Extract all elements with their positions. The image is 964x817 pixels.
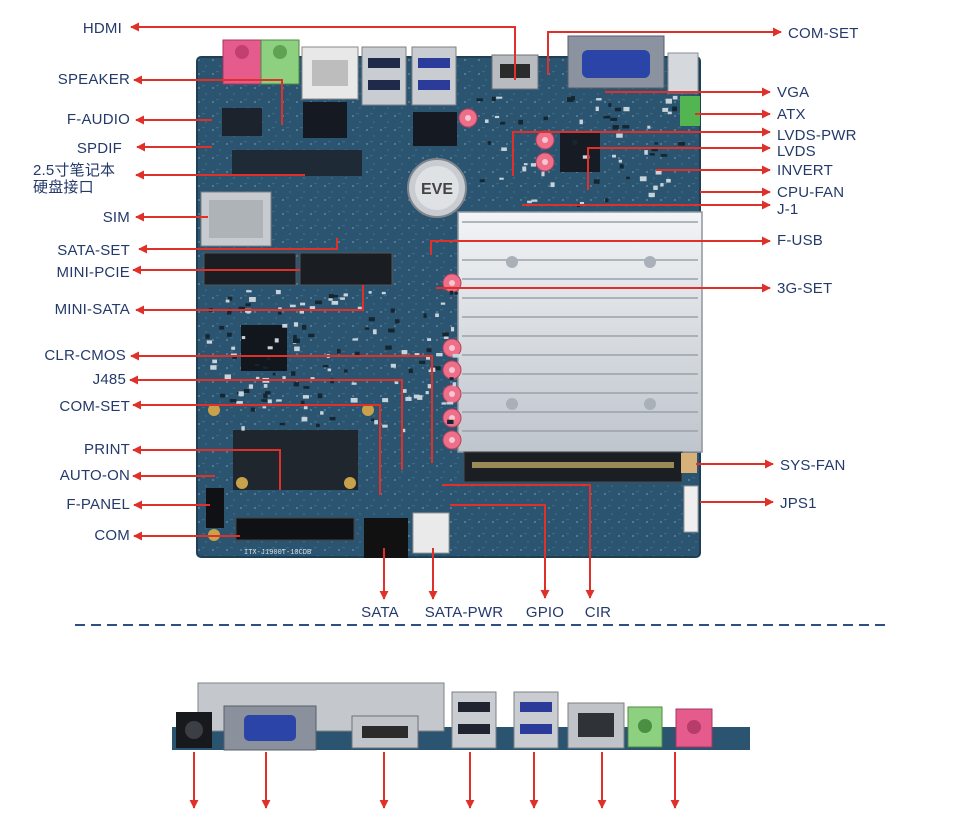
label-spdif: SPDIF [76, 140, 122, 157]
sys-fan-header [681, 453, 697, 473]
heatsink-screw [644, 398, 656, 410]
label-invert: INVERT [777, 162, 833, 179]
arrow-lvds-pwr [512, 127, 771, 176]
label-j-1: J-1 [777, 201, 799, 218]
arrow-print [132, 445, 281, 490]
io-usb2-ports [451, 691, 497, 749]
label-f-usb: F-USB [777, 232, 823, 249]
label-gpio: GPIO [525, 604, 565, 621]
callout-arrows [129, 22, 782, 809]
label-j485: J485 [92, 371, 126, 388]
label-f-panel: F-PANEL [66, 496, 130, 513]
jps1-header [683, 485, 699, 533]
usb-port [411, 46, 457, 106]
arrow-lvds [587, 143, 771, 190]
label-sata-set: SATA-SET [57, 242, 130, 259]
label-lvds: LVDS [777, 143, 816, 160]
label-sys-fan: SYS-FAN [780, 457, 846, 474]
chip-area [233, 430, 358, 490]
label-atx: ATX [777, 106, 806, 123]
com-header [235, 517, 355, 541]
label-sata: SATA [361, 604, 399, 621]
label-hdmi: HDMI [82, 20, 122, 37]
arrow-j485 [129, 375, 403, 470]
label-print: PRINT [84, 441, 130, 458]
label-com-set-left: COM-SET [59, 398, 130, 415]
label-hdd-interface-line1: 2.5寸笔记本 [33, 162, 116, 179]
label-mini-sata: MINI-SATA [54, 301, 130, 318]
arrow-com-set-l [132, 400, 381, 495]
chip [241, 325, 287, 371]
label-auto-on: AUTO-ON [59, 467, 130, 484]
arrow-hdmi [130, 22, 516, 80]
mini-sata-slot [299, 252, 393, 286]
arrow-f-usb [430, 236, 771, 255]
hdd-interface [232, 150, 362, 176]
label-speaker: SPEAKER [57, 71, 130, 88]
rear-io-panel [172, 682, 750, 751]
label-vga: VGA [777, 84, 810, 101]
label-sim: SIM [102, 209, 130, 226]
f-panel-header [206, 488, 224, 528]
label-mini-pcie: MINI-PCIE [56, 264, 130, 281]
sata-connector [364, 518, 408, 558]
label-jps1: JPS1 [780, 495, 817, 512]
heatsink-screw [506, 256, 518, 268]
dc-jack [667, 52, 699, 94]
io-usb3-ports [513, 691, 559, 749]
label-hdd-interface-line2: 硬盘接口 [33, 179, 94, 196]
heatsink-screw [644, 256, 656, 268]
motherboard-top-view: EVE [196, 35, 703, 558]
chip [413, 112, 457, 146]
heatsink-screw [506, 398, 518, 410]
arrow-speaker [133, 75, 283, 125]
arrow-sata-set [138, 238, 338, 254]
arrow-gpio [450, 504, 550, 599]
usb-port [361, 46, 407, 106]
heatsink [457, 211, 703, 453]
arrow-mini-sata [135, 285, 364, 315]
label-clr-cmos: CLR-CMOS [44, 347, 126, 364]
board-model-text: ITX-J1900T-10CDB [244, 549, 311, 557]
chip [303, 102, 347, 138]
arrow-cir [442, 484, 595, 599]
label-com: COM [94, 527, 130, 544]
arrow-com-set-r [547, 27, 782, 75]
battery-text: EVE [421, 181, 453, 198]
label-com-set-right: COM-SET [788, 25, 859, 42]
label-cpu-fan: CPU-FAN [777, 184, 845, 201]
label-sata-pwr: SATA-PWR [424, 604, 504, 621]
label-3g-set: 3G-SET [777, 280, 833, 297]
label-cir: CIR [584, 604, 612, 621]
label-f-audio: F-AUDIO [66, 111, 130, 128]
chip [222, 108, 262, 136]
arrow-clr-cmos [130, 351, 433, 463]
atx-connector [680, 96, 700, 126]
sata-power-connector [412, 512, 450, 554]
chip [560, 132, 600, 172]
label-lvds-pwr: LVDS-PWR [777, 127, 857, 144]
